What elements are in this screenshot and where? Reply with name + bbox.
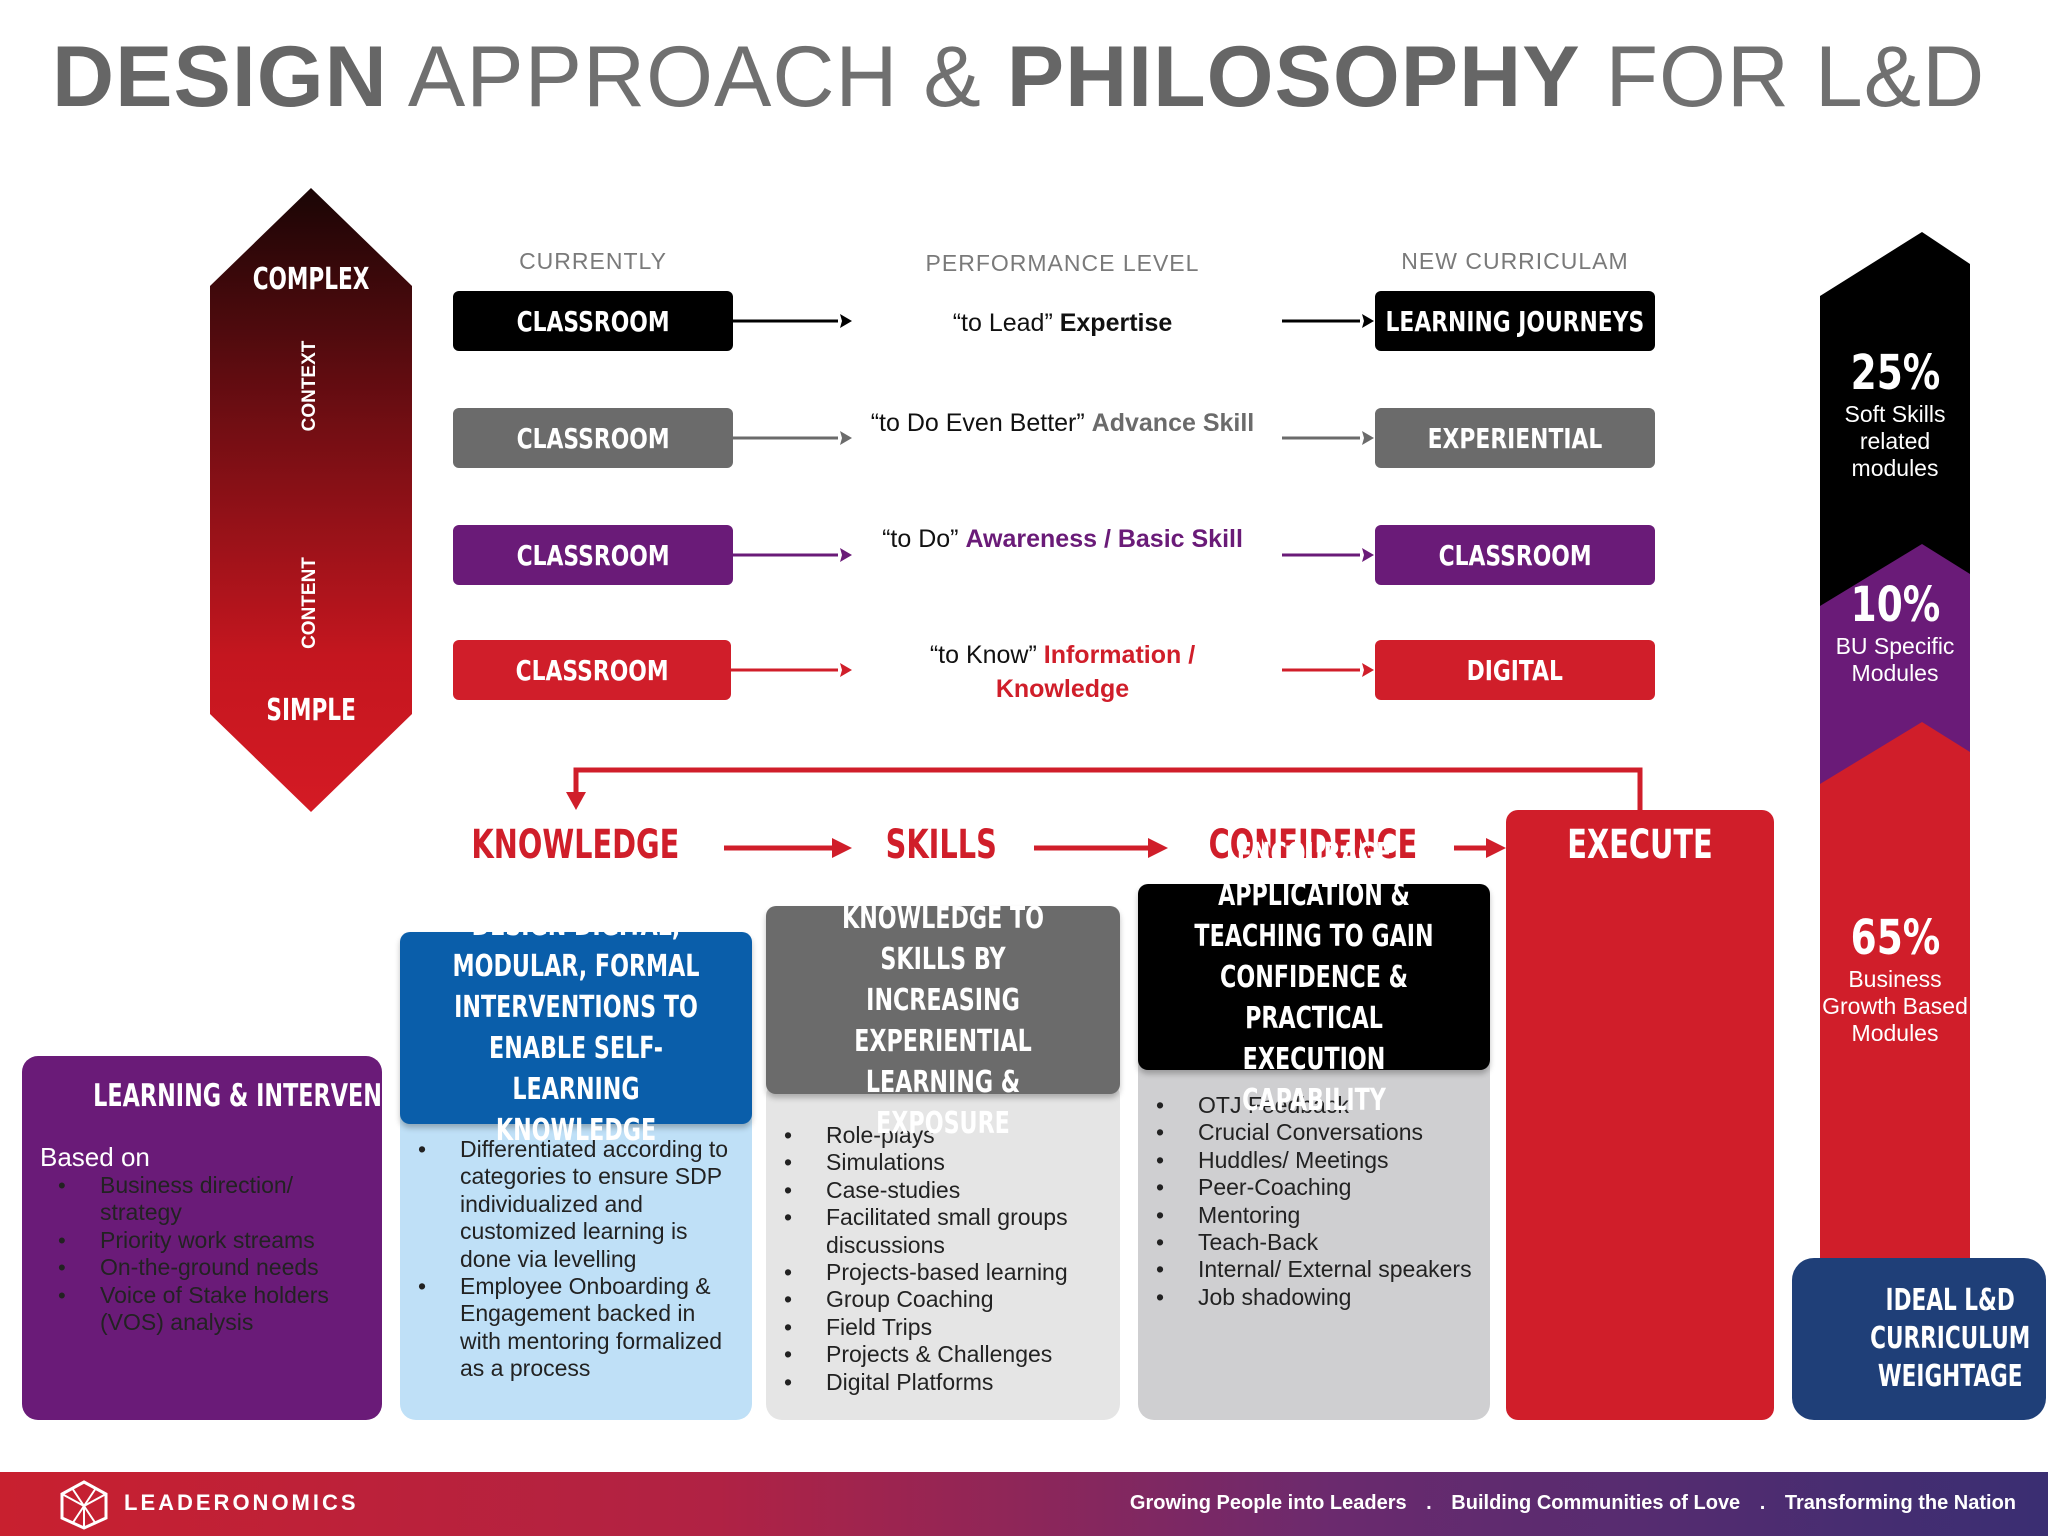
performance-know: “to Know” Information / Knowledge xyxy=(929,641,1196,703)
knowledge-heading: DESIGN DIGITAL, MODULAR, FORMAL INTERVEN… xyxy=(400,908,752,1148)
column-header-new: NEW CURRICULAM xyxy=(1401,248,1629,274)
title-part-philosophy: PHILOSOPHY xyxy=(1006,29,1581,125)
tagline-building: Building Communities of Love xyxy=(1451,1492,1741,1514)
current-classroom-do-better: CLASSROOM xyxy=(453,408,733,468)
list-item: Mentoring xyxy=(1138,1202,1478,1230)
list-item: Voice of Stake holders (VOS) analysis xyxy=(40,1282,375,1337)
tagline-separator: . xyxy=(1759,1492,1766,1514)
list-item: Role-plays xyxy=(766,1122,1106,1150)
learning-interventions-title: LEARNING & INTERVENTIONS xyxy=(93,1078,460,1114)
list-item: Field Trips xyxy=(766,1314,1106,1342)
knowledge-panel: Differentiated according to categories t… xyxy=(400,1100,752,1420)
confidence-heading: ENCOURAGE APPLICATION & TEACHING TO GAIN… xyxy=(1138,837,1490,1118)
knowledge-list: Differentiated according to categories t… xyxy=(400,1136,730,1383)
weightage-label: Soft Skills related modules xyxy=(1844,401,1946,481)
weightage-value: 25% xyxy=(1850,345,1940,401)
weightage-business-growth: 65% Business Growth Based Modules xyxy=(1820,910,1970,1047)
list-item: On-the-ground needs xyxy=(40,1254,375,1282)
title-part-for-ld: FOR L&D xyxy=(1580,29,1986,125)
list-item: Employee Onboarding & Engagement backed … xyxy=(400,1273,730,1383)
footer-tagline: Growing People into Leaders . Building C… xyxy=(1130,1492,2016,1515)
stage-confidence: CONFIDENCE xyxy=(1208,822,1417,868)
stage-execute: EXECUTE xyxy=(1567,822,1713,868)
list-item: Case-studies xyxy=(766,1177,1106,1205)
list-item: Digital Platforms xyxy=(766,1369,1106,1397)
list-item: Huddles/ Meetings xyxy=(1138,1147,1478,1175)
list-item: Business direction/ strategy xyxy=(40,1172,375,1227)
confidence-panel: OTJ Feedback Crucial Conversations Huddl… xyxy=(1138,1050,1490,1420)
list-item: Differentiated according to categories t… xyxy=(400,1136,730,1273)
learning-interventions-box: LEARNING & INTERVENTIONS Based on Busine… xyxy=(22,1056,460,1420)
weightage-value: 65% xyxy=(1850,910,1940,966)
column-header-performance: PERFORMANCE LEVEL xyxy=(925,250,1200,276)
stage-knowledge: KNOWLEDGE xyxy=(471,822,679,868)
skills-heading: CONVERT KNOWLEDGE TO SKILLS BY INCREASIN… xyxy=(766,860,1120,1141)
tagline-transforming: Transforming the Nation xyxy=(1784,1492,2016,1514)
weightage-caption-box: IDEAL L&D CURRICULUM WEIGHTAGE xyxy=(1792,1258,2046,1420)
performance-do-better: “to Do Even Better” Advance Skill xyxy=(870,409,1255,437)
simple-label: SIMPLE xyxy=(266,693,356,728)
list-item: Projects & Challenges xyxy=(766,1341,1106,1369)
list-item: OTJ Feedback xyxy=(1138,1092,1478,1120)
stage-skills: SKILLS xyxy=(885,822,997,868)
weightage-caption: IDEAL L&D CURRICULUM WEIGHTAGE xyxy=(1870,1283,2031,1394)
footer-bar: LEADERONOMICS Growing People into Leader… xyxy=(0,1472,2048,1536)
tagline-growing: Growing People into Leaders xyxy=(1129,1492,1407,1514)
new-experiential: EXPERIENTIAL xyxy=(1375,408,1655,468)
skills-list: Role-plays Simulations Case-studies Faci… xyxy=(766,1122,1106,1396)
weightage-label: BU Specific Modules xyxy=(1835,633,1955,686)
new-digital: DIGITAL xyxy=(1375,640,1655,700)
learning-interventions-subtitle: Based on xyxy=(40,1142,150,1172)
execute-column xyxy=(1506,810,1774,1420)
list-item: Facilitated small groups discussions xyxy=(766,1204,1106,1259)
list-item: Job shadowing xyxy=(1138,1284,1478,1312)
new-learning-journeys: LEARNING JOURNEYS xyxy=(1375,291,1655,351)
weightage-arrow xyxy=(1820,232,1970,1292)
title-part-design: DESIGN xyxy=(52,29,388,125)
learning-interventions-list: Business direction/ strategy Priority wo… xyxy=(40,1172,375,1336)
current-classroom-know: CLASSROOM xyxy=(453,640,731,700)
current-classroom-lead: CLASSROOM xyxy=(453,291,733,351)
page-title: DESIGN APPROACH & PHILOSOPHY FOR L&D xyxy=(52,28,1985,127)
complexity-arrow xyxy=(210,188,412,812)
list-item: Internal/ External speakers xyxy=(1138,1256,1478,1284)
complex-label: COMPLEX xyxy=(252,262,370,297)
list-item: Projects-based learning xyxy=(766,1259,1106,1287)
weightage-bu-specific: 10% BU Specific Modules xyxy=(1820,577,1970,687)
leaderonomics-logo-icon xyxy=(60,1480,108,1530)
performance-do: “to Do” Awareness / Basic Skill xyxy=(882,525,1243,553)
brand-name: LEADERONOMICS xyxy=(124,1490,359,1515)
current-classroom-do: CLASSROOM xyxy=(453,525,733,585)
skills-panel: Role-plays Simulations Case-studies Faci… xyxy=(766,1080,1120,1420)
weightage-soft-skills: 25% Soft Skills related modules xyxy=(1820,345,1970,482)
list-item: Crucial Conversations xyxy=(1138,1119,1478,1147)
list-item: Teach-Back xyxy=(1138,1229,1478,1257)
performance-lead: “to Lead” Expertise xyxy=(952,309,1173,337)
list-item: Simulations xyxy=(766,1149,1106,1177)
list-item: Peer-Coaching xyxy=(1138,1174,1478,1202)
weightage-value: 10% xyxy=(1850,577,1940,633)
weightage-label: Business Growth Based Modules xyxy=(1822,966,1968,1046)
confidence-list: OTJ Feedback Crucial Conversations Huddl… xyxy=(1138,1092,1478,1312)
title-part-approach: APPROACH & xyxy=(387,29,1007,125)
new-classroom: CLASSROOM xyxy=(1375,525,1655,585)
column-header-currently: CURRENTLY xyxy=(519,248,667,274)
list-item: Priority work streams xyxy=(40,1227,375,1255)
tagline-separator: . xyxy=(1426,1492,1432,1514)
list-item: Group Coaching xyxy=(766,1286,1106,1314)
